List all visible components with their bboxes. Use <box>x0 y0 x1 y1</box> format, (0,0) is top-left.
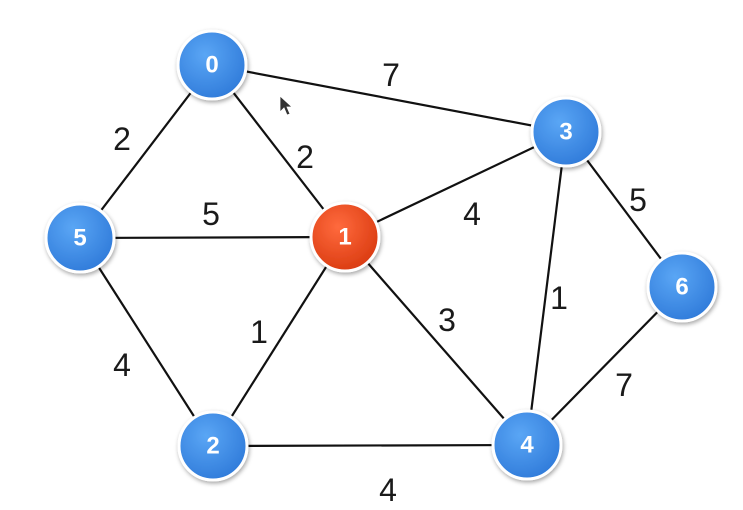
edge-5-2 <box>79 237 214 447</box>
node-label: 0 <box>205 52 218 79</box>
node-circle <box>176 29 248 101</box>
edge-1-3 <box>344 131 567 238</box>
edge-0-1 <box>211 64 346 238</box>
node-5: 5 <box>44 202 116 274</box>
node-label: 5 <box>73 225 86 252</box>
node-3: 3 <box>530 96 602 168</box>
node-label: 6 <box>675 274 688 301</box>
node-circle <box>491 409 563 481</box>
edge-weight-0-1: 2 <box>296 139 314 175</box>
node-6: 6 <box>646 251 718 323</box>
node-label: 4 <box>520 432 534 459</box>
edge-weight-3-6: 5 <box>629 182 647 218</box>
edge-weight-5-1: 5 <box>202 196 220 232</box>
edge-2-4 <box>212 443 528 448</box>
edge-weight-3-4: 1 <box>550 280 568 316</box>
nodes-layer: 0 1 2 3 4 5 6 <box>44 29 718 482</box>
node-circle <box>646 251 718 323</box>
node-0: 0 <box>176 29 248 101</box>
edge-2-1 <box>212 236 346 447</box>
edge-5-1 <box>79 235 346 240</box>
edge-0-5 <box>79 64 213 239</box>
node-circle <box>177 410 249 482</box>
edge-weights-layer: 7 2 2 5 4 5 4 1 3 1 7 4 <box>113 57 647 508</box>
node-circle-highlighted <box>309 201 381 273</box>
edge-0-3 <box>211 63 567 134</box>
node-label: 1 <box>338 224 351 251</box>
node-circle <box>530 96 602 168</box>
node-4: 4 <box>491 409 563 481</box>
edge-weight-2-4: 4 <box>379 472 397 508</box>
edge-6-4 <box>526 286 683 446</box>
edge-3-4 <box>525 131 568 446</box>
node-label: 2 <box>206 433 219 460</box>
edge-weight-0-3: 7 <box>382 57 400 93</box>
node-1: 1 <box>309 201 381 273</box>
node-label: 3 <box>559 119 572 146</box>
edge-weight-1-4: 3 <box>438 302 456 338</box>
edge-weight-6-4: 7 <box>615 367 633 403</box>
edge-weight-1-3: 4 <box>463 196 481 232</box>
edge-weight-5-2: 4 <box>113 347 131 383</box>
mouse-cursor-icon <box>279 95 294 116</box>
node-circle <box>44 202 116 274</box>
node-2: 2 <box>177 410 249 482</box>
edge-weight-0-5: 2 <box>113 121 131 157</box>
edge-1-4 <box>344 236 528 446</box>
edge-weight-2-1: 1 <box>250 314 268 350</box>
